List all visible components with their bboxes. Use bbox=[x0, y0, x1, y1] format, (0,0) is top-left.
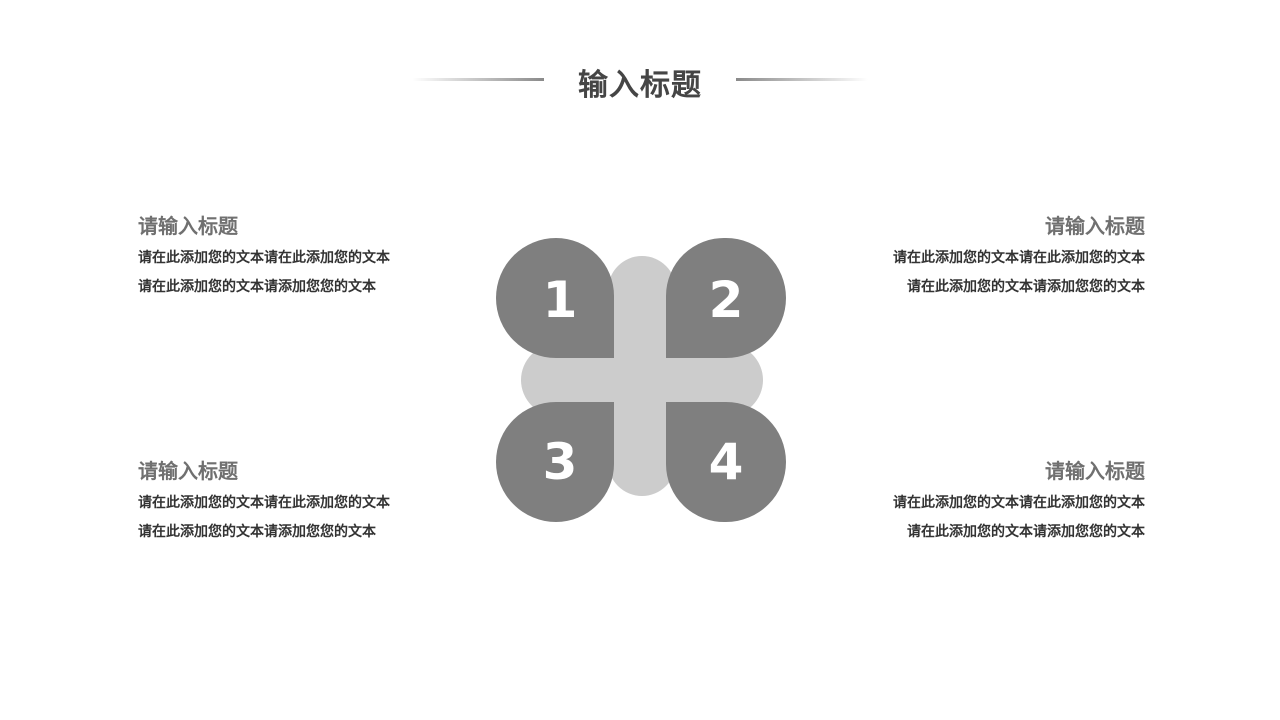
page-title: 输入标题 bbox=[578, 68, 702, 103]
block-title: 请输入标题 bbox=[1045, 214, 1145, 238]
block-text-line: 请在此添加您的文本请添加您您的文本 bbox=[138, 524, 376, 540]
petal-1 bbox=[496, 238, 614, 358]
block-text-line: 请在此添加您的文本请在此添加您的文本 bbox=[138, 495, 390, 511]
petal-3 bbox=[496, 402, 614, 522]
petal-number-1: 1 bbox=[542, 271, 578, 329]
title-right-line bbox=[736, 78, 868, 81]
petal-4 bbox=[666, 402, 786, 523]
block-text-line: 请在此添加您的文本请在此添加您的文本 bbox=[893, 495, 1145, 511]
text-block-bottom-left: 请输入标题 请在此添加您的文本请在此添加您的文本 请在此添加您的文本请添加您您的… bbox=[138, 457, 438, 547]
block-text-line: 请在此添加您的文本请在此添加您的文本 bbox=[893, 250, 1145, 266]
text-block-top-left: 请输入标题 请在此添加您的文本请在此添加您的文本 请在此添加您的文本请添加您您的… bbox=[138, 212, 438, 302]
petal-2 bbox=[666, 237, 786, 358]
four-leaf-diagram: 1 2 3 4 bbox=[496, 236, 788, 524]
cross-horizontal-bar bbox=[521, 344, 763, 416]
petal-number-2: 2 bbox=[708, 271, 744, 329]
block-title: 请输入标题 bbox=[138, 459, 238, 483]
block-text-line: 请在此添加您的文本请添加您您的文本 bbox=[138, 279, 376, 295]
block-text-line: 请在此添加您的文本请添加您您的文本 bbox=[907, 279, 1145, 295]
text-block-bottom-right: 请输入标题 请在此添加您的文本请在此添加您的文本 请在此添加您的文本请添加您您的… bbox=[845, 457, 1145, 547]
block-text-line: 请在此添加您的文本请在此添加您的文本 bbox=[138, 250, 390, 266]
title-left-line bbox=[412, 78, 544, 81]
diagram-graphic bbox=[496, 237, 786, 523]
block-title: 请输入标题 bbox=[138, 214, 238, 238]
petal-number-3: 3 bbox=[542, 433, 578, 491]
block-title: 请输入标题 bbox=[1045, 459, 1145, 483]
title-bar: 输入标题 bbox=[0, 56, 1280, 106]
block-text-line: 请在此添加您的文本请添加您您的文本 bbox=[907, 524, 1145, 540]
petal-number-4: 4 bbox=[708, 433, 744, 491]
text-block-top-right: 请输入标题 请在此添加您的文本请在此添加您的文本 请在此添加您的文本请添加您您的… bbox=[845, 212, 1145, 302]
